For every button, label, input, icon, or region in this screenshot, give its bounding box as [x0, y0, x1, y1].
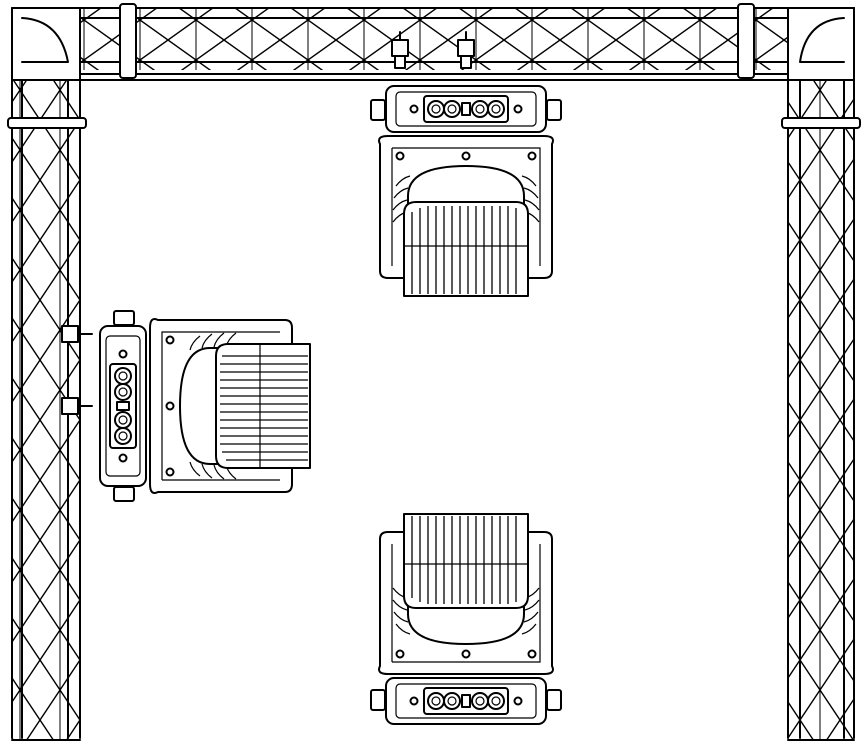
- truss-icon: [7, 3, 861, 741]
- moving-head-top: [370, 85, 562, 297]
- moving-head-side: [99, 310, 311, 502]
- moving-head-floor: [370, 513, 562, 725]
- clamp-icon: [61, 325, 93, 415]
